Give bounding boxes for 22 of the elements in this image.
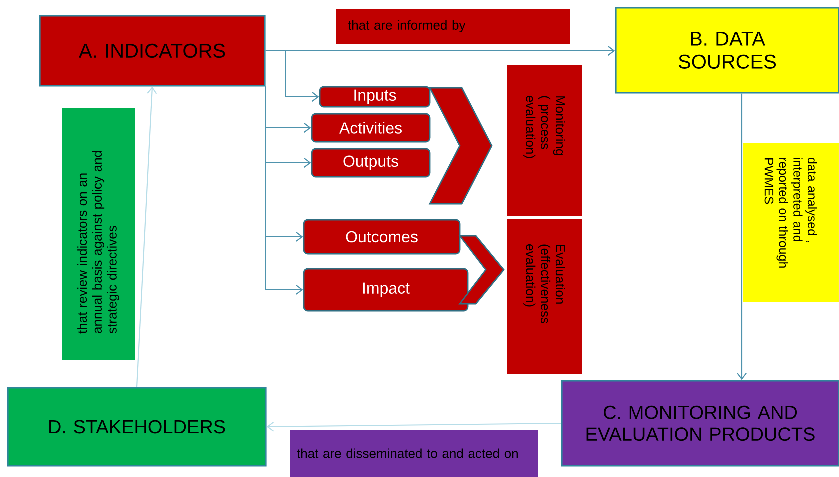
arrow — [265, 86, 304, 295]
arrow — [737, 94, 747, 380]
note-box: that are disseminated to and acted on — [290, 430, 538, 477]
process-box: B. DATA SOURCES — [615, 7, 839, 94]
rounded-box: Outputs — [311, 148, 431, 178]
arrow — [136, 86, 158, 388]
rounded-box: Impact — [303, 268, 469, 312]
arrow — [266, 50, 320, 102]
category-box: Monitoring ( process evaluation) — [507, 65, 582, 216]
rounded-box: Activities — [311, 113, 431, 143]
process-box: C. MONITORING AND EVALUATION PRODUCTS — [561, 380, 839, 467]
rounded-box: Outcomes — [303, 219, 461, 255]
rounded-box: Inputs — [319, 86, 431, 108]
chevron-arrow — [458, 235, 505, 305]
process-box: A. INDICATORS — [39, 15, 266, 87]
note-box: that review indicators on an annual basis against policy and strategic directives — [62, 108, 135, 360]
arrow — [266, 422, 562, 432]
note-box: data analysed , interpreted and reported on through PWMES — [743, 143, 839, 302]
note-box: that are informed by — [336, 9, 570, 44]
chevron-arrow — [428, 87, 493, 205]
process-box: D. STAKEHOLDERS — [7, 387, 267, 467]
category-box: Evaluation (effectiveness evaluation) — [507, 219, 582, 374]
